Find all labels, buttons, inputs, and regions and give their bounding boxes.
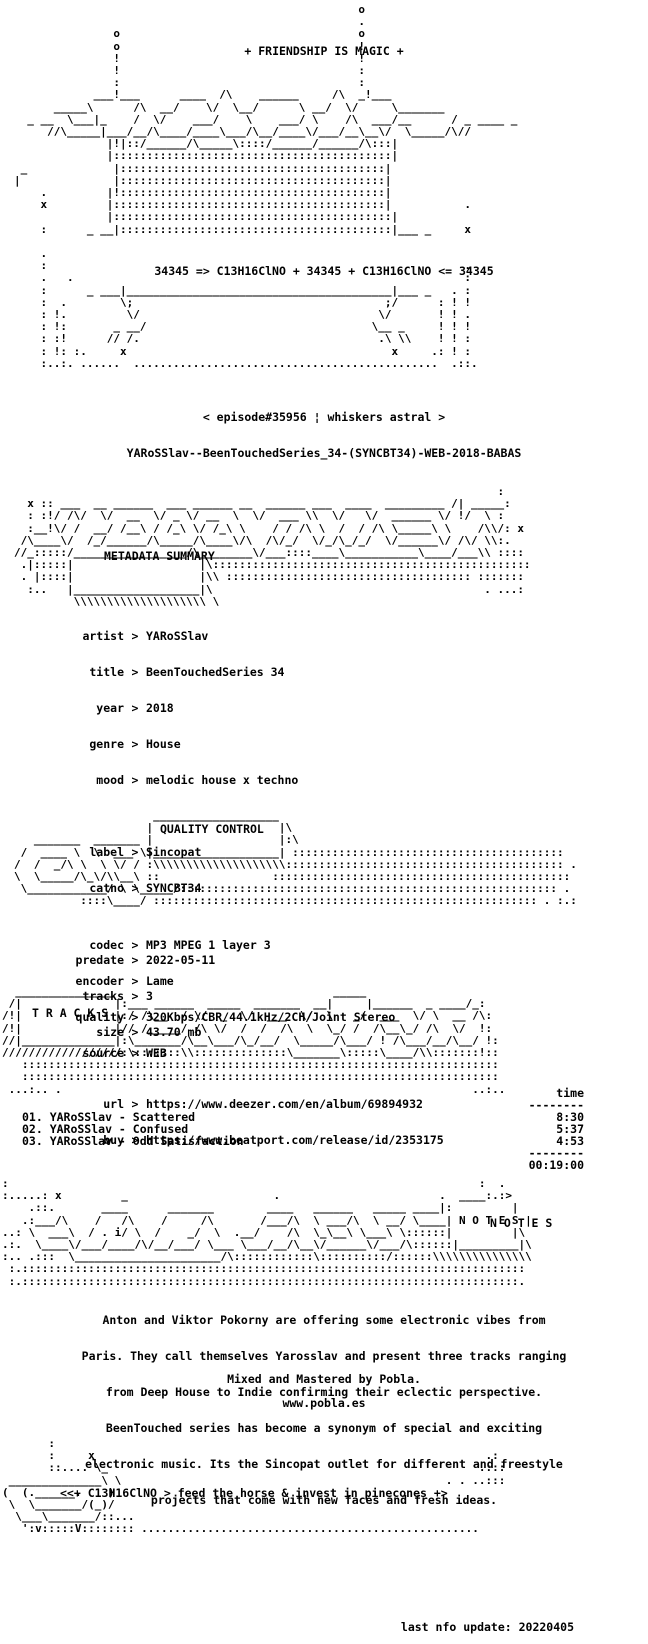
- metadata-row-size: size>43.70 mb: [96, 1025, 202, 1039]
- producer-site: www.pobla.es: [282, 1396, 366, 1410]
- motto-text: + FRIENDSHIP IS MAGIC +: [244, 44, 404, 58]
- footer-horse-art: : : x .: ::.... \_ .::: ______________\ …: [2, 1437, 506, 1536]
- formula-text: 34345 => C13H16ClNO + 34345 + C13H16ClNO…: [154, 264, 494, 278]
- tracks-heading: T R A C K S: [32, 1006, 109, 1020]
- footer-slogan: <<+ C13H16ClNO > feed the horse & invest…: [60, 1486, 448, 1500]
- metadata-heading: METADATA SUMMARY: [104, 549, 215, 563]
- metadata-row-url: url>https://www.deezer.com/en/album/6989…: [103, 1097, 423, 1111]
- release-name: YARoSSlav--BeenTouchedSeries_34-(SYNCBT3…: [126, 446, 522, 460]
- metadata-row-title: title>BeenTouchedSeries 34: [89, 665, 285, 679]
- tracks-banner-art: _______________ _____ /| |:___ ______ __…: [2, 985, 506, 1096]
- metadata-row-genre: genre>House: [89, 737, 181, 751]
- mastering-credit: Mixed and Mastered by Pobla.: [227, 1372, 421, 1386]
- metadata-row-predate: predate>2022-05-11: [75, 953, 216, 967]
- quality-heading: QUALITY CONTROL: [160, 822, 264, 836]
- quality-row-quality: quality>320Kbps/CBR/44.1kHz/2CH/Joint St…: [75, 1010, 396, 1024]
- episode-line: < episode#35956 ¦ whiskers astral >: [202, 410, 446, 424]
- last-update: last nfo update: 20220405: [400, 1620, 574, 1634]
- quality-list: codec>MP3 MPEG 1 layer 3 encoder>Lame qu…: [60, 915, 396, 1083]
- notes-banner-art: : : . :.....: x _ . . ____:.:> .::. ____…: [2, 1177, 532, 1288]
- metadata-row-mood: mood>melodic house x techno: [96, 773, 299, 787]
- top-logo-art: o . o o o ! !: [14, 3, 518, 370]
- metadata-row-tracks: tracks>3: [82, 989, 153, 1003]
- total-time: 00:19:00: [528, 1158, 584, 1172]
- notes-body: Anton and Viktor Pokorny are offering so…: [81, 1313, 567, 1507]
- metadata-banner-art: : x :: ___ __ ______ ___ ______ __ _____…: [14, 485, 531, 608]
- metadata-row-artist: artist>YARoSSlav: [82, 629, 209, 643]
- quality-row-source: source>WEB: [82, 1046, 167, 1060]
- metadata-list: artist>YARoSSlav title>BeenTouchedSeries…: [60, 606, 444, 1170]
- quality-row-encoder: encoder>Lame: [75, 974, 174, 988]
- metadata-row-catno: catno>SYNCBT34: [89, 881, 202, 895]
- metadata-row-label: label>Sincopat: [89, 845, 202, 859]
- notes-heading: N O T E S: [490, 1216, 553, 1230]
- quality-banner-art: ___________________ | |\ _______ _______…: [14, 809, 577, 908]
- quality-row-codec: codec>MP3 MPEG 1 layer 3: [89, 938, 271, 952]
- metadata-row-buy: buy>https://www.beatport.com/release/id/…: [103, 1133, 444, 1147]
- total-rule: --------: [528, 1146, 584, 1160]
- metadata-row-year: year>2018: [96, 701, 174, 715]
- time-rule: --------: [528, 1098, 584, 1112]
- time-header: time: [556, 1086, 584, 1100]
